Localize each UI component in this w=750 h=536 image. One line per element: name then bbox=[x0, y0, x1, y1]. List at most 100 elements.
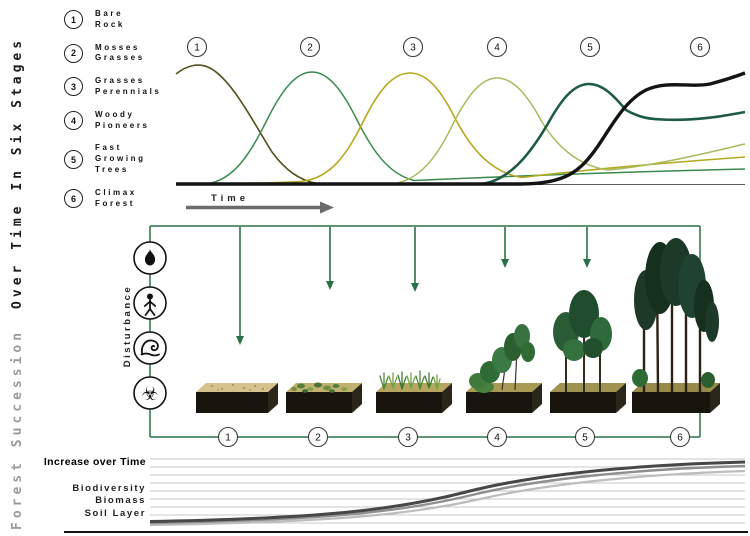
marker-number: 5 bbox=[587, 43, 593, 54]
arrow-head-icon bbox=[236, 336, 244, 345]
stage-label: Fast Growing Trees bbox=[95, 143, 146, 175]
stage-marker-1: 1 bbox=[186, 36, 208, 58]
label-line: Grasses bbox=[95, 53, 145, 63]
legend-item-woody-pioneers: 4 Woody Pioneers bbox=[64, 110, 161, 132]
disturbance-label: Disturbance bbox=[122, 285, 133, 367]
label-line: Rock bbox=[95, 19, 125, 29]
curve-stage-4 bbox=[391, 77, 746, 185]
legend-item-fast-growing-trees: 5 Fast Growing Trees bbox=[64, 143, 161, 175]
stage-label: Mosses Grasses bbox=[95, 43, 145, 65]
legend-item-bare-rock: 1 Bare Rock bbox=[64, 9, 161, 31]
label-line: Bare bbox=[95, 9, 124, 18]
legend-item-mosses-grasses: 2 Mosses Grasses bbox=[64, 43, 161, 65]
disturbance-arrow-1 bbox=[236, 227, 244, 345]
marker-number: 4 bbox=[494, 433, 500, 444]
bottom-rule bbox=[64, 531, 748, 533]
marker-circle bbox=[299, 36, 321, 58]
label-line: Woody bbox=[95, 109, 135, 119]
time-arrow: Time bbox=[186, 193, 334, 214]
stage-illustration-6 bbox=[632, 238, 720, 413]
marker-number: 4 bbox=[494, 43, 500, 54]
shrubs bbox=[469, 324, 535, 393]
marker-number: 3 bbox=[410, 43, 416, 54]
stage-row-marker-1: 1 bbox=[217, 426, 239, 448]
marker-number: 2 bbox=[307, 43, 313, 54]
wave-icon bbox=[133, 331, 167, 365]
curve-stage-5 bbox=[481, 82, 746, 186]
arrow-head-icon bbox=[583, 259, 591, 268]
stages-panel: Disturbance ☣ bbox=[122, 225, 720, 448]
marker-circle bbox=[402, 36, 424, 58]
label-line: Growing bbox=[95, 154, 146, 164]
legend: 1 Bare Rock 2 Mosses Grasses 3 Grasses P… bbox=[64, 9, 161, 209]
young-trees bbox=[553, 290, 612, 392]
stage-row-marker-3: 3 bbox=[397, 426, 419, 448]
grass-tufts bbox=[379, 370, 441, 390]
moss-clumps bbox=[291, 382, 347, 393]
marker-number: 3 bbox=[405, 433, 411, 444]
label-line: Mosses bbox=[95, 42, 140, 52]
stage-marker-3: 3 bbox=[402, 36, 424, 58]
stage-marker-2: 2 bbox=[299, 36, 321, 58]
curve-biodiversity bbox=[149, 460, 746, 523]
legend-item-grasses-perennials: 3 Grasses Perennials bbox=[64, 76, 161, 98]
stage-number-badge: 5 bbox=[64, 150, 83, 170]
marker-circle bbox=[186, 36, 208, 58]
stage-label: Woody Pioneers bbox=[95, 110, 150, 132]
stage-marker-5: 5 bbox=[579, 36, 601, 58]
marker-circle bbox=[689, 36, 711, 58]
marker-number: 1 bbox=[225, 433, 231, 444]
disturbance-arrows bbox=[236, 227, 591, 345]
label-soil-layer: Soil Layer bbox=[84, 507, 146, 519]
arrow-head-icon bbox=[320, 201, 334, 214]
stage-row-marker-2: 2 bbox=[307, 426, 329, 448]
increase-chart bbox=[149, 458, 746, 527]
stage-label: Grasses Perennials bbox=[95, 76, 161, 98]
disturbance-arrow-3 bbox=[411, 227, 419, 292]
stage-illustration-5 bbox=[550, 290, 626, 413]
label-line: Forest bbox=[95, 198, 136, 208]
label-biomass: Biomass bbox=[95, 495, 146, 507]
label-line: Perennials bbox=[95, 86, 162, 96]
disturbance-arrow-2 bbox=[326, 227, 334, 290]
stage-illustration-3 bbox=[376, 370, 452, 413]
stage-illustration-4 bbox=[466, 324, 542, 413]
marker-number: 6 bbox=[677, 433, 683, 444]
curve-stage-3 bbox=[214, 72, 746, 185]
stage-row-marker-4: 4 bbox=[486, 426, 508, 448]
disturbance-arrow-5 bbox=[583, 227, 591, 268]
curve-biomass bbox=[149, 464, 746, 525]
curve-stage-1 bbox=[175, 64, 319, 185]
marker-number: 6 bbox=[697, 43, 703, 54]
stage-number-badge: 1 bbox=[64, 10, 83, 30]
forest-trees bbox=[632, 238, 719, 393]
succession-curves-chart: 1 2 3 4 5 6 Time bbox=[175, 36, 746, 214]
marker-circle bbox=[486, 36, 508, 58]
time-label: Time bbox=[211, 193, 249, 204]
legend-item-climax-forest: 6 Climax Forest bbox=[64, 188, 161, 210]
ruled-lines bbox=[150, 458, 745, 524]
stage-number-badge: 6 bbox=[64, 189, 83, 209]
stage-label: Climax Forest bbox=[95, 188, 137, 210]
label-line: Fast bbox=[95, 143, 122, 153]
curve-stage-6 bbox=[176, 71, 746, 186]
person-icon bbox=[133, 286, 167, 320]
label-biodiversity: Biodiversity bbox=[72, 483, 146, 494]
stage-number-badge: 2 bbox=[64, 43, 83, 63]
arrow-head-icon bbox=[326, 281, 334, 290]
arrow-head-icon bbox=[411, 283, 419, 292]
stage-number-badge: 3 bbox=[64, 77, 83, 97]
marker-number: 2 bbox=[315, 433, 321, 444]
page-title-part2: Over Time In Six Stages bbox=[9, 36, 25, 309]
label-line: Pioneers bbox=[95, 120, 150, 130]
stage-number-row: 1 2 3 4 5 6 bbox=[217, 426, 691, 448]
stage-number-badge: 4 bbox=[64, 111, 83, 131]
page-title: Forest Succession Over Time In Six Stage… bbox=[6, 6, 28, 530]
stage-marker-6: 6 bbox=[689, 36, 711, 58]
biohazard-icon: ☣ bbox=[133, 376, 167, 410]
label-line: Climax bbox=[95, 187, 137, 197]
disturbance-arrow-4 bbox=[501, 227, 509, 268]
stage-illustration-2 bbox=[286, 382, 362, 413]
biohazard-glyph: ☣ bbox=[141, 384, 158, 405]
